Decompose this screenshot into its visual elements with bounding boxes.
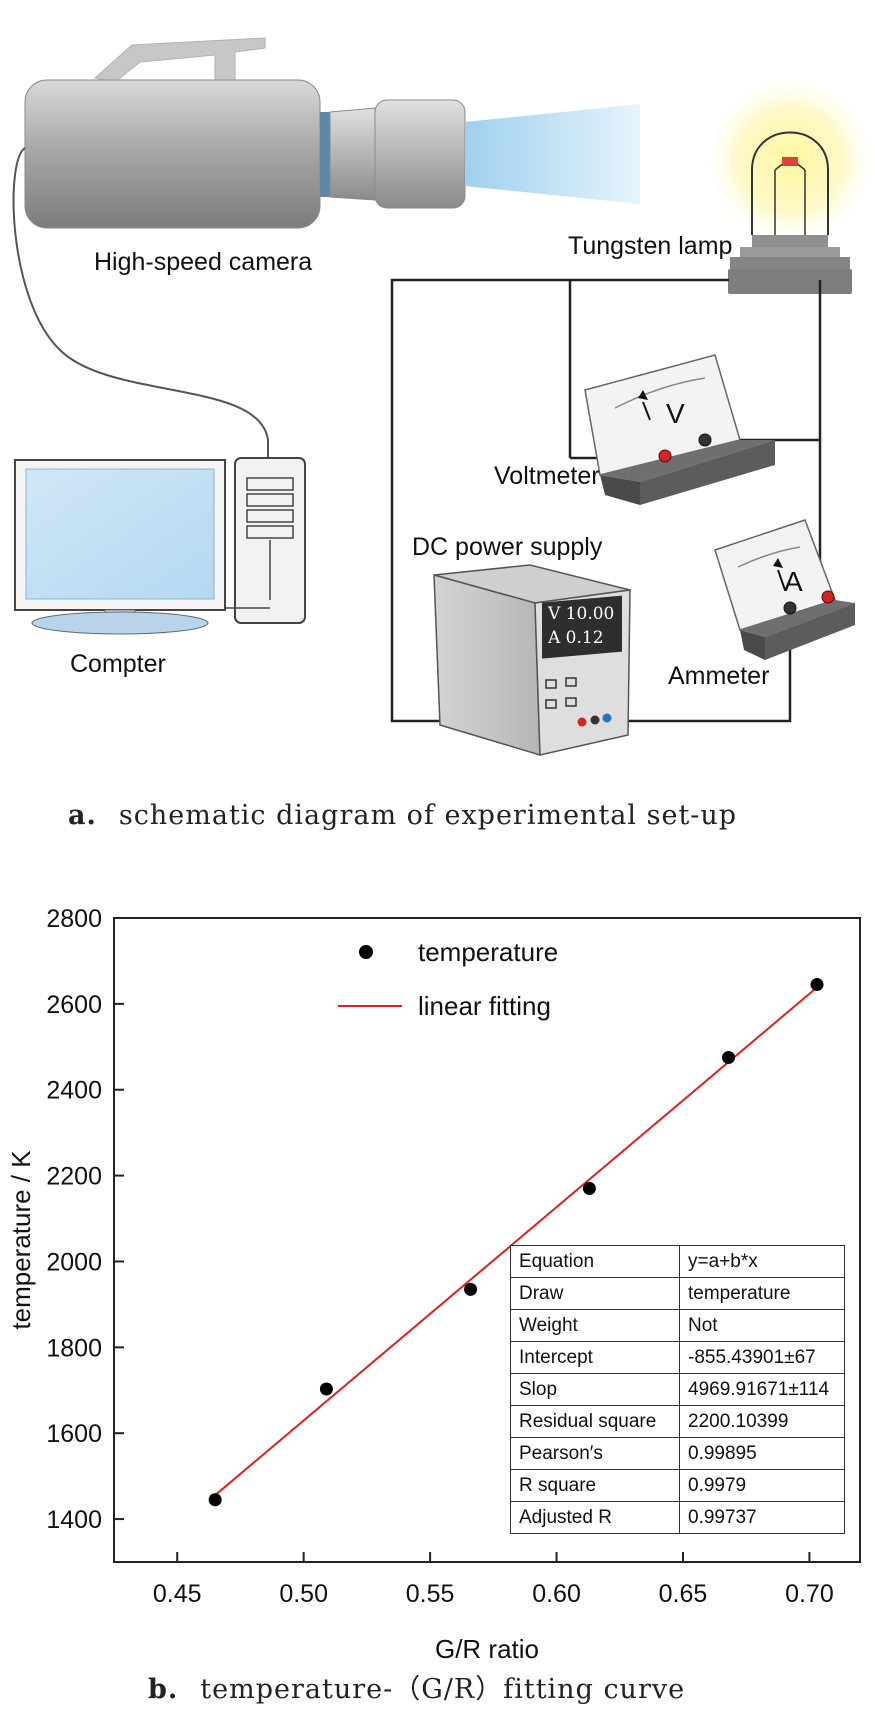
x-tick-label: 0.50	[279, 1580, 328, 1608]
data-point	[722, 1051, 736, 1065]
caption-a: a. schematic diagram of experimental set-…	[68, 800, 737, 831]
fit-param-value: -855.43901±67	[679, 1341, 845, 1374]
legend-marker-temperature	[359, 945, 373, 959]
legend-label-temperature: temperature	[418, 937, 558, 967]
y-tick-label: 1400	[46, 1506, 102, 1534]
power-supply-label: DC power supply	[412, 533, 603, 561]
fit-param-value: y=a+b*x	[679, 1245, 845, 1278]
ammeter	[714, 519, 855, 660]
y-tick-label: 1800	[46, 1334, 102, 1362]
lamp-label: Tungsten lamp	[568, 232, 733, 260]
fit-param-value: 0.99737	[679, 1501, 845, 1534]
caption-a-text: schematic diagram of experimental set-up	[118, 800, 738, 831]
psu-display	[542, 595, 622, 659]
fit-param-name: Weight	[510, 1309, 680, 1342]
y-tick-label: 1600	[46, 1420, 102, 1448]
voltmeter	[584, 354, 775, 505]
computer	[14, 457, 306, 635]
y-tick-label: 2000	[46, 1248, 102, 1276]
voltmeter-label: Voltmeter	[494, 462, 600, 490]
camera-label: High-speed camera	[94, 248, 313, 276]
x-tick-label: 0.70	[785, 1580, 834, 1608]
y-tick-label: 2200	[46, 1163, 102, 1191]
ammeter-symbol: A	[784, 566, 803, 597]
fit-param-name: Intercept	[510, 1341, 680, 1374]
data-point	[208, 1493, 222, 1507]
y-tick-label: 2600	[46, 991, 102, 1019]
x-tick-label: 0.55	[406, 1580, 455, 1608]
high-speed-camera	[24, 37, 640, 229]
psu-current-readout: A 0.12	[548, 628, 604, 648]
fit-param-value: 0.9979	[679, 1469, 845, 1502]
fitting-chart: 1400 1600 1800 2000 2200 2400 2600 2800 0.45 0.50…	[6, 905, 861, 1664]
fit-param-name: Residual square	[510, 1405, 680, 1438]
data-point	[464, 1282, 478, 1296]
fit-param-value: temperature	[679, 1277, 845, 1310]
y-tick-label: 2400	[46, 1077, 102, 1105]
fit-param-value: 4969.91671±114	[679, 1373, 845, 1406]
x-tick-label: 0.45	[153, 1580, 202, 1608]
data-point	[582, 1181, 596, 1195]
legend-label-linear-fitting: linear fitting	[418, 991, 551, 1021]
fit-param-value: 0.99895	[679, 1437, 845, 1470]
caption-b-text: temperature-（G/R）fitting curve	[200, 1674, 686, 1705]
fit-param-name: Pearson′s	[510, 1437, 680, 1470]
fit-param-name: Slop	[510, 1373, 680, 1406]
x-tick-label: 0.65	[659, 1580, 708, 1608]
data-point	[810, 978, 824, 992]
fit-line	[214, 986, 818, 1496]
setup-schematic	[12, 37, 875, 757]
computer-label: Compter	[70, 650, 166, 678]
psu-voltage-readout: V 10.00	[548, 604, 615, 624]
caption-b-letter: b.	[148, 1674, 179, 1705]
voltmeter-symbol: V	[666, 398, 685, 429]
fit-table-row: Intercept-855.43901±67	[510, 1341, 845, 1374]
ammeter-label: Ammeter	[668, 662, 770, 690]
camera-computer-cable	[12, 147, 269, 458]
x-tick-label: 0.60	[532, 1580, 581, 1608]
plot-frame	[113, 917, 861, 1563]
data-point	[319, 1382, 333, 1396]
dc-power-supply	[433, 564, 631, 757]
caption-b: b. temperature-（G/R）fitting curve	[148, 1667, 685, 1706]
x-axis-label: G/R ratio	[435, 1634, 539, 1664]
fit-param-name: Draw	[510, 1277, 680, 1310]
y-tick-label: 2800	[46, 905, 102, 933]
fit-param-name: R square	[510, 1469, 680, 1502]
fit-param-name: Equation	[510, 1245, 680, 1278]
caption-a-letter: a.	[68, 800, 97, 831]
fit-param-name: Adjusted R	[510, 1501, 680, 1534]
y-axis-label: temperature / K	[6, 1150, 36, 1330]
fit-param-value: Not	[679, 1309, 845, 1342]
fit-param-value: 2200.10399	[679, 1405, 845, 1438]
